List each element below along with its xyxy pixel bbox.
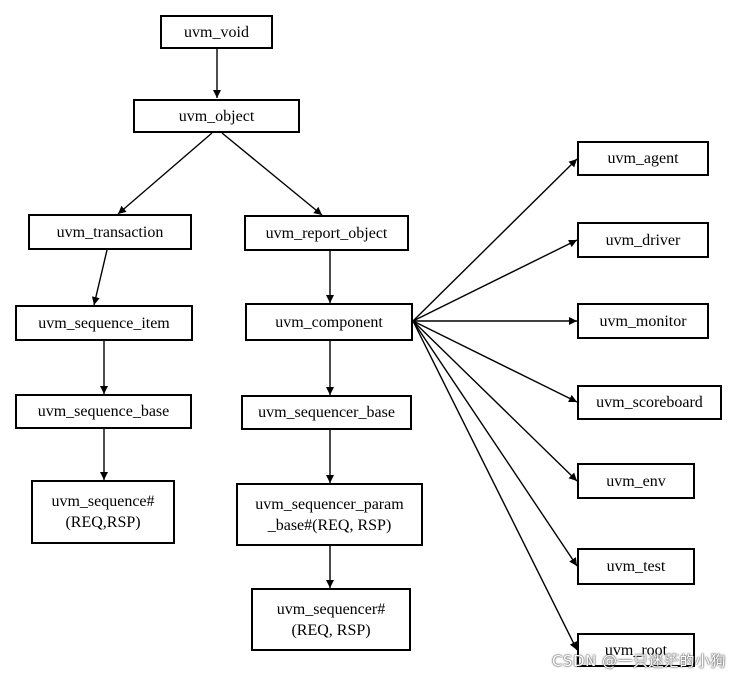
node-uvm-scoreboard: uvm_scoreboard (577, 385, 722, 420)
node-label: uvm_sequence_base (37, 403, 170, 420)
node-label: uvm_scoreboard (596, 394, 703, 411)
edge-component-driver (412, 239, 578, 322)
node-uvm-sequence: uvm_sequence# (REQ,RSP) (31, 480, 175, 544)
node-uvm-monitor: uvm_monitor (577, 303, 709, 339)
node-uvm-report-object: uvm_report_object (244, 215, 409, 251)
node-uvm-sequencer: uvm_sequencer# (REQ, RSP) (251, 588, 411, 651)
edge-component-test (412, 320, 578, 567)
node-label: uvm_env (606, 472, 666, 490)
node-uvm-sequencer-base: uvm_sequencer_base (241, 395, 412, 430)
node-label: uvm_agent (607, 150, 679, 167)
node-uvm-env: uvm_env (577, 463, 695, 499)
node-label-line2: (REQ,RSP) (65, 514, 141, 531)
edge-component-scoreboard (412, 320, 578, 403)
edge-component-env (412, 320, 578, 482)
node-label-line2: (REQ, RSP) (291, 621, 371, 639)
node-uvm-sequencer-param-base: uvm_sequencer_param _base#(REQ, RSP) (236, 483, 423, 546)
node-uvm-agent: uvm_agent (577, 141, 709, 176)
node-label-line1: uvm_sequencer# (276, 600, 386, 618)
node-uvm-void: uvm_void (160, 15, 273, 49)
node-label: uvm_monitor (599, 312, 687, 330)
node-label-line1: uvm_sequence# (51, 493, 155, 510)
node-label: uvm_driver (605, 231, 681, 249)
node-label: uvm_sequencer_base (258, 404, 395, 421)
node-uvm-root: uvm_root (577, 633, 695, 667)
node-uvm-sequence-item: uvm_sequence_item (15, 305, 193, 341)
edge-object-report-object (221, 132, 323, 216)
node-label: uvm_test (606, 558, 666, 575)
node-uvm-sequence-base: uvm_sequence_base (15, 394, 192, 429)
node-label: uvm_sequence_item (38, 314, 170, 332)
node-uvm-component: uvm_component (245, 303, 413, 341)
node-label: uvm_report_object (265, 224, 388, 242)
node-uvm-test: uvm_test (577, 548, 695, 585)
node-label-line2: _base#(REQ, RSP) (267, 516, 392, 534)
node-uvm-driver: uvm_driver (577, 222, 709, 258)
node-label: uvm_transaction (56, 223, 164, 241)
edge-object-transaction (117, 132, 213, 215)
node-label: uvm_void (184, 23, 249, 41)
node-label: uvm_component (275, 313, 383, 331)
node-uvm-object: uvm_object (133, 99, 300, 133)
edge-transaction-sequence-item (91, 249, 108, 306)
node-label: uvm_object (178, 107, 255, 125)
node-uvm-transaction: uvm_transaction (28, 214, 192, 250)
csdn-watermark: CSDN @一只迷茫的小狗 (551, 652, 726, 670)
node-label-line1: uvm_sequencer_param (255, 495, 404, 513)
edge-component-root (412, 320, 578, 651)
edge-component-agent (412, 158, 578, 322)
node-label: uvm_root (604, 641, 668, 659)
